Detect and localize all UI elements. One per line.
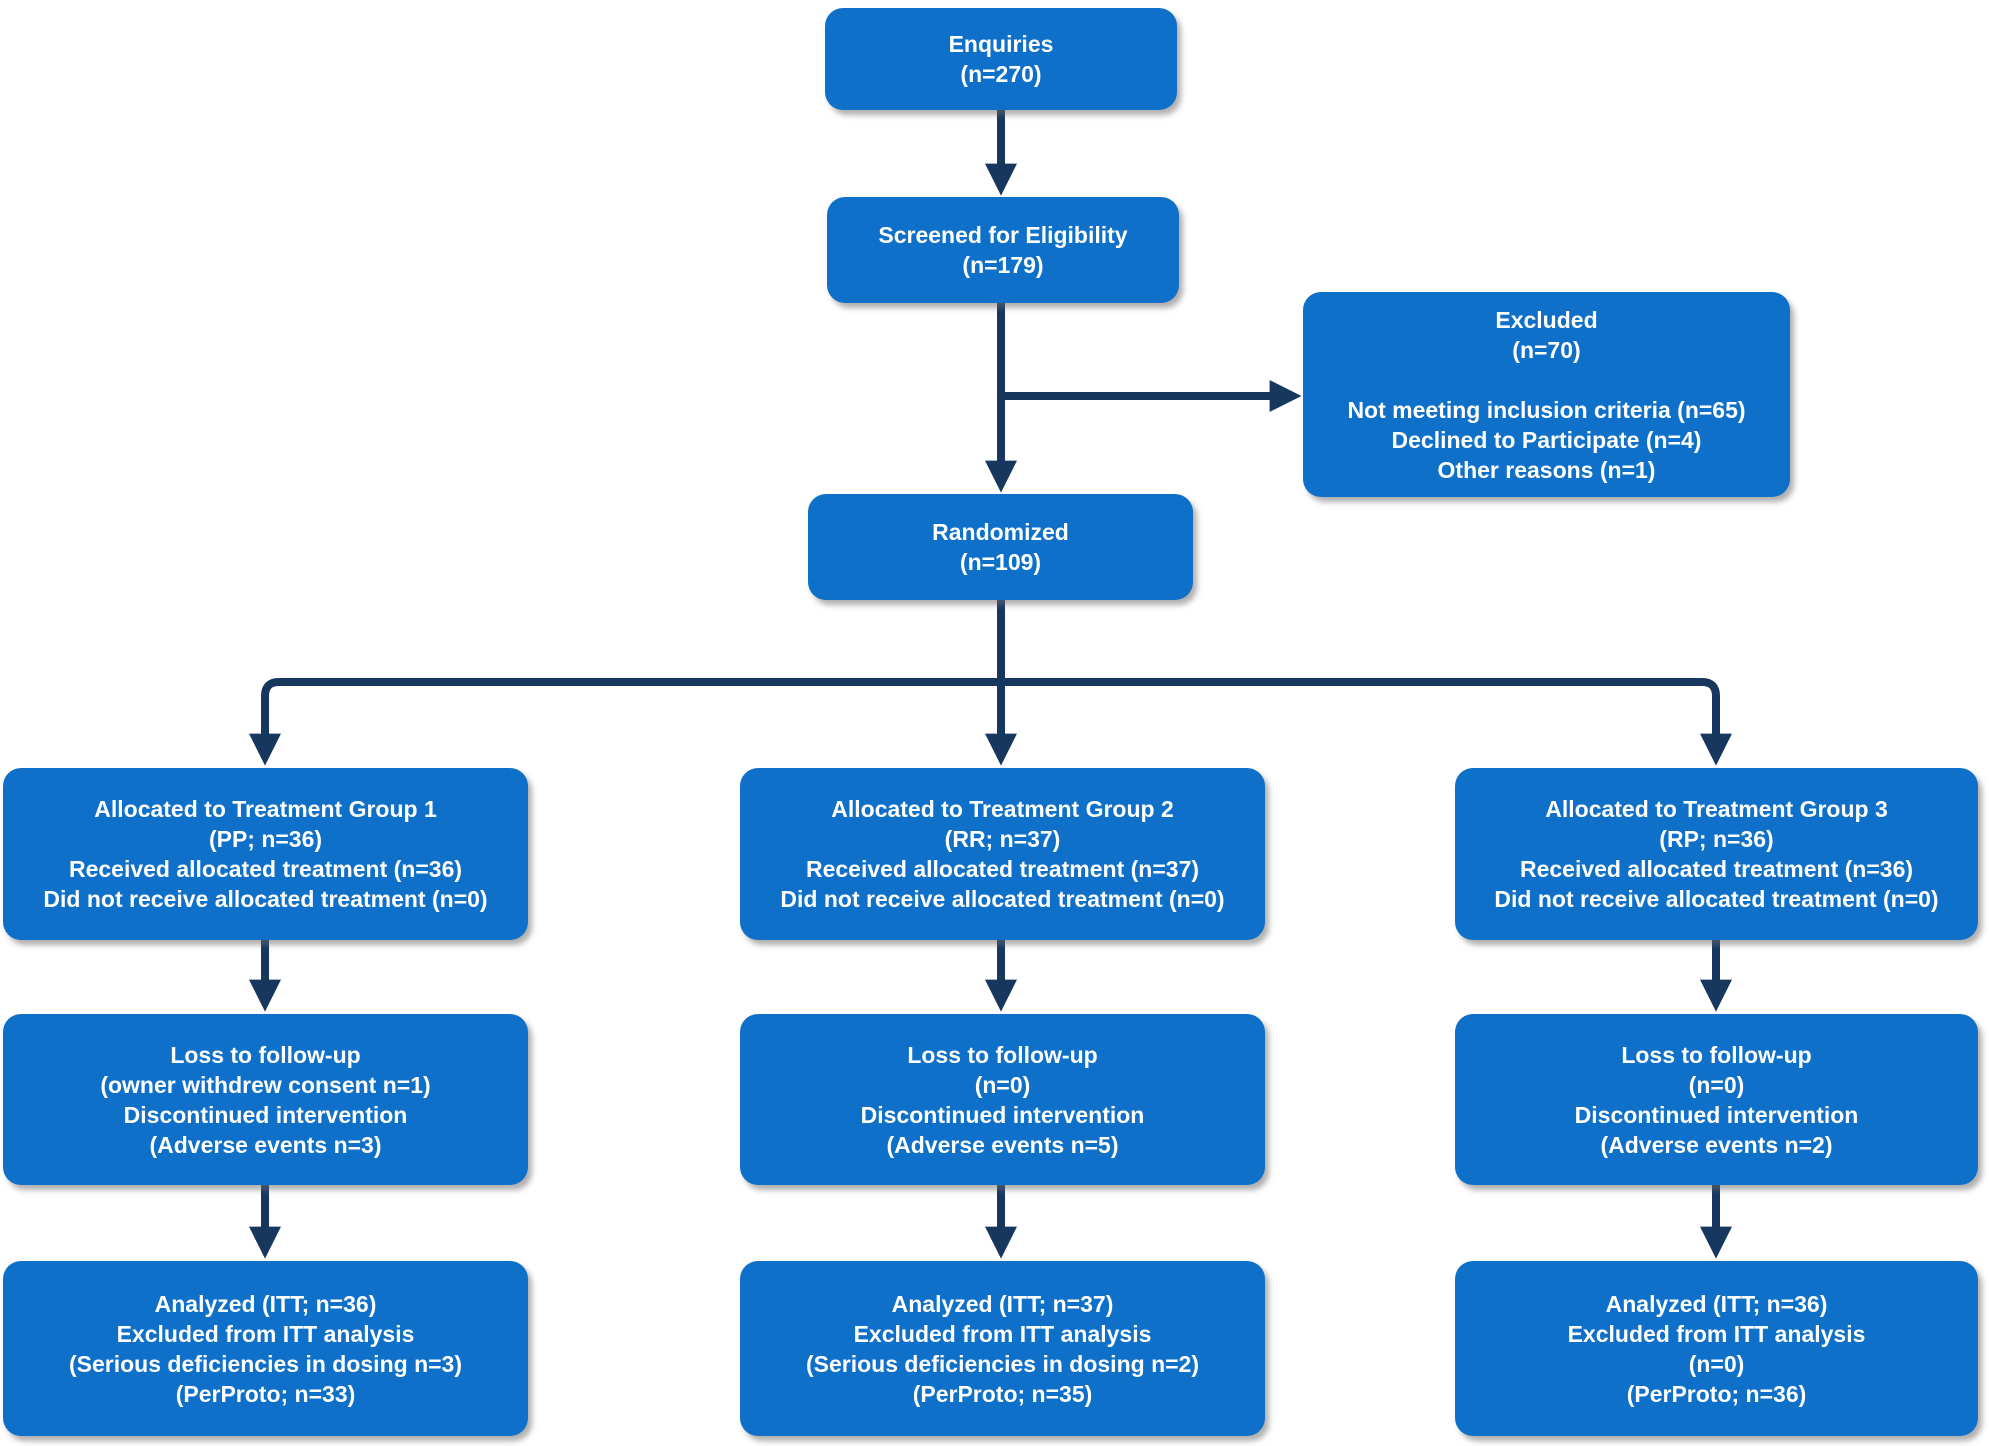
box-analyzed-group3-line: (n=0) xyxy=(1688,1350,1745,1377)
box-loss-group1-line: (owner withdrew consent n=1) xyxy=(100,1071,431,1098)
box-analyzed-group1: Analyzed (ITT; n=36) Excluded from ITT a… xyxy=(3,1261,528,1436)
box-allocated-group1-line: Did not receive allocated treatment (n=0… xyxy=(43,886,488,912)
box-allocated-group3-line: Received allocated treatment (n=36) xyxy=(1519,856,1914,882)
box-analyzed-group1-line: Excluded from ITT analysis xyxy=(116,1320,415,1347)
box-loss-group2-line: Discontinued intervention xyxy=(860,1101,1145,1128)
box-analyzed-group3-line: Analyzed (ITT; n=36) xyxy=(1605,1290,1828,1317)
box-loss-group1-line: Discontinued intervention xyxy=(123,1101,408,1128)
box-loss-group2-line: (Adverse events n=5) xyxy=(886,1131,1119,1158)
box-excluded-line: (n=70) xyxy=(1512,336,1581,363)
box-allocated-group2-line: Did not receive allocated treatment (n=0… xyxy=(780,886,1225,912)
box-allocated-group1-line: Received allocated treatment (n=36) xyxy=(68,856,463,882)
box-loss-group1-line: Loss to follow-up xyxy=(170,1041,361,1068)
box-analyzed-group3-line: Excluded from ITT analysis xyxy=(1567,1320,1866,1347)
box-enquiries: Enquiries (n=270) xyxy=(825,8,1177,110)
box-loss-group3-line: Discontinued intervention xyxy=(1574,1101,1859,1128)
box-enquiries-line: (n=270) xyxy=(960,61,1042,87)
box-randomized: Randomized (n=109) xyxy=(808,494,1193,600)
box-loss-group1-line: (Adverse events n=3) xyxy=(149,1131,382,1158)
box-loss-group3-line: (n=0) xyxy=(1688,1071,1745,1098)
box-randomized-line: (n=109) xyxy=(959,549,1042,575)
box-analyzed-group1-line: Analyzed (ITT; n=36) xyxy=(154,1290,377,1317)
box-loss-group2: Loss to follow-up (n=0) Discontinued int… xyxy=(740,1014,1265,1185)
box-excluded-line: Other reasons (n=1) xyxy=(1437,456,1656,483)
box-analyzed-group2-line: (Serious deficiencies in dosing n=2) xyxy=(805,1350,1199,1377)
box-allocated-group1: Allocated to Treatment Group 1 (PP; n=36… xyxy=(3,768,528,940)
box-analyzed-group2-line: Excluded from ITT analysis xyxy=(853,1320,1152,1347)
box-analyzed-group2-line: (PerProto; n=35) xyxy=(912,1380,1093,1407)
box-loss-group3-line: Loss to follow-up xyxy=(1621,1041,1812,1068)
connector-randomized-group1 xyxy=(249,678,1001,766)
box-allocated-group3: Allocated to Treatment Group 3 (RP; n=36… xyxy=(1455,768,1978,940)
box-loss-group3: Loss to follow-up (n=0) Discontinued int… xyxy=(1455,1014,1978,1185)
box-enquiries-line: Enquiries xyxy=(948,31,1054,57)
box-analyzed-group3-line: (PerProto; n=36) xyxy=(1626,1380,1807,1407)
box-analyzed-group3: Analyzed (ITT; n=36) Excluded from ITT a… xyxy=(1455,1261,1978,1436)
box-loss-group2-line: Loss to follow-up xyxy=(907,1041,1098,1068)
box-excluded-line: Not meeting inclusion criteria (n=65) xyxy=(1347,396,1746,423)
box-screened-line: (n=179) xyxy=(962,252,1044,278)
box-allocated-group2-line: Allocated to Treatment Group 2 xyxy=(831,796,1174,822)
box-allocated-group2-line: Received allocated treatment (n=37) xyxy=(805,856,1200,882)
box-analyzed-group1-line: (Serious deficiencies in dosing n=3) xyxy=(68,1350,462,1377)
box-analyzed-group2: Analyzed (ITT; n=37) Excluded from ITT a… xyxy=(740,1261,1265,1436)
box-screened: Screened for Eligibility (n=179) xyxy=(827,197,1179,303)
box-randomized-line: Randomized xyxy=(932,519,1069,545)
box-allocated-group3-line: (RP; n=36) xyxy=(1659,826,1774,852)
box-allocated-group3-line: Did not receive allocated treatment (n=0… xyxy=(1494,886,1939,912)
box-allocated-group2: Allocated to Treatment Group 2 (RR; n=37… xyxy=(740,768,1265,940)
box-allocated-group1-line: Allocated to Treatment Group 1 xyxy=(94,796,437,822)
box-excluded: Excluded (n=70) Not meeting inclusion cr… xyxy=(1303,292,1790,497)
box-allocated-group3-line: Allocated to Treatment Group 3 xyxy=(1545,796,1888,822)
box-analyzed-group2-line: Analyzed (ITT; n=37) xyxy=(891,1290,1114,1317)
box-analyzed-group1-line: (PerProto; n=33) xyxy=(175,1380,356,1407)
box-loss-group3-line: (Adverse events n=2) xyxy=(1600,1131,1833,1158)
box-excluded-line: Declined to Participate (n=4) xyxy=(1391,426,1702,453)
box-loss-group2-line: (n=0) xyxy=(974,1071,1031,1098)
box-excluded-line: Excluded xyxy=(1495,306,1598,333)
connector-randomized-group3 xyxy=(1001,678,1732,766)
box-screened-line: Screened for Eligibility xyxy=(878,222,1128,248)
box-allocated-group1-line: (PP; n=36) xyxy=(208,826,323,852)
box-loss-group1: Loss to follow-up (owner withdrew consen… xyxy=(3,1014,528,1185)
box-allocated-group2-line: (RR; n=37) xyxy=(944,826,1061,852)
